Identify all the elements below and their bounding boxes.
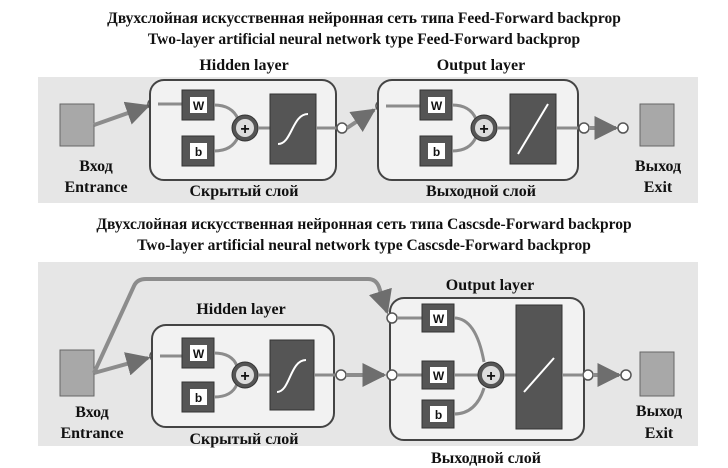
- weight-wire-3: [213, 351, 239, 367]
- output-layer-en-2: Output layer: [446, 277, 534, 294]
- output-layer-ru-1: Выходной слой: [426, 183, 536, 200]
- skip-in-port: [386, 312, 398, 324]
- sum-node-inner-4: [482, 366, 500, 384]
- output-layer-en-1: Output layer: [437, 57, 525, 74]
- linear-line-icon-1: [517, 103, 549, 155]
- input-en-1: Entrance: [64, 179, 127, 196]
- bias-wire-4: [453, 387, 486, 416]
- exit-node-2: [639, 351, 675, 397]
- weight-label-bg-5: [430, 367, 447, 383]
- linear-transfer-block-2: [515, 304, 563, 430]
- weight-label-3: W: [193, 347, 205, 361]
- title-ru-1: Двухслойная искусственная нейронная сеть…: [107, 10, 621, 27]
- cascade-forward-diagram: Двухслойная искусственная нейронная сеть…: [38, 216, 698, 467]
- output-ru-2: Выход: [636, 403, 682, 420]
- weight-wire-4: [453, 316, 486, 363]
- output-out-port-1: [578, 122, 590, 134]
- bias-label-3: b: [195, 391, 202, 405]
- sigmoid-curve-icon-2: [276, 359, 307, 393]
- weight-label-bg-3: [190, 345, 207, 361]
- weight-label-4: W: [433, 312, 445, 326]
- hidden-out-port-2: [335, 369, 347, 381]
- exit-port-2: [620, 369, 632, 381]
- bias-label-4: b: [435, 408, 442, 422]
- bias-label-bg-3: [190, 389, 207, 405]
- exit-port-1: [617, 122, 629, 134]
- sum-label-2: +: [479, 121, 488, 138]
- weight-wire-2: [451, 103, 478, 120]
- bias-wire-2: [451, 136, 478, 153]
- hidden-layer-ru-1: Скрытый слой: [189, 183, 298, 200]
- input-node-1: [59, 103, 95, 147]
- weight-wire-1: [213, 103, 240, 120]
- hidden-layer-en-2: Hidden layer: [196, 301, 285, 318]
- output-en-1: Exit: [644, 179, 673, 196]
- bias-label-2: b: [433, 145, 440, 159]
- hidden-layer-ru-2: Скрытый слой: [189, 431, 298, 448]
- input-node-2: [59, 349, 95, 397]
- input-arrow-1: [93, 101, 151, 127]
- sum-node-inner-1: [236, 119, 254, 137]
- weight-label-bg-2: [428, 97, 445, 113]
- weight-label-bg-1: [190, 97, 207, 113]
- output-ru-1: Выход: [635, 158, 681, 175]
- output-out-port-2: [582, 369, 594, 381]
- bias-label-bg-2: [428, 143, 445, 159]
- panel-2: [38, 262, 698, 446]
- hidden-to-output-arrow-1: [345, 108, 376, 132]
- bias-label-1: b: [195, 145, 202, 159]
- input-en-2: Entrance: [60, 425, 123, 442]
- sum-label-1: +: [240, 121, 249, 138]
- bias-wire-1: [213, 136, 240, 153]
- weight-label-5: W: [433, 369, 445, 383]
- sum-label-3: +: [240, 368, 249, 385]
- sigmoid-transfer-block-2: [269, 339, 315, 411]
- output-layer-ru-2: Выходной слой: [431, 450, 541, 467]
- title-ru-2: Двухслойная искусственная нейронная сеть…: [96, 216, 631, 233]
- panel-1: [38, 77, 698, 203]
- title-en-1: Two-layer artificial neural network type…: [148, 31, 580, 48]
- weight-label-1: W: [193, 99, 205, 113]
- hidden-out-port-1: [336, 122, 348, 134]
- sigmoid-curve-icon-1: [277, 113, 309, 145]
- feed-forward-diagram: Двухслойная искусственная нейронная сеть…: [38, 10, 698, 203]
- title-en-2: Two-layer artificial neural network type…: [137, 237, 591, 254]
- cascade-skip-arrow: [92, 277, 392, 374]
- input-ru-2: Вход: [75, 404, 108, 421]
- linear-line-icon-2: [523, 357, 555, 393]
- exit-node-1: [639, 103, 675, 147]
- output-in-port-2: [386, 369, 398, 381]
- input-ru-1: Вход: [79, 158, 112, 175]
- sum-node-inner-2: [475, 119, 493, 137]
- sum-node-inner-3: [236, 366, 254, 384]
- bias-wire-3: [213, 383, 239, 399]
- hidden-layer-en-1: Hidden layer: [199, 57, 288, 74]
- bias-label-bg-1: [190, 143, 207, 159]
- sum-label-4: +: [486, 368, 495, 385]
- bias-label-bg-4: [430, 406, 447, 422]
- input-arrow-2: [93, 352, 151, 376]
- weight-label-bg-4: [430, 310, 447, 326]
- weight-label-2: W: [431, 99, 443, 113]
- output-en-2: Exit: [645, 425, 674, 442]
